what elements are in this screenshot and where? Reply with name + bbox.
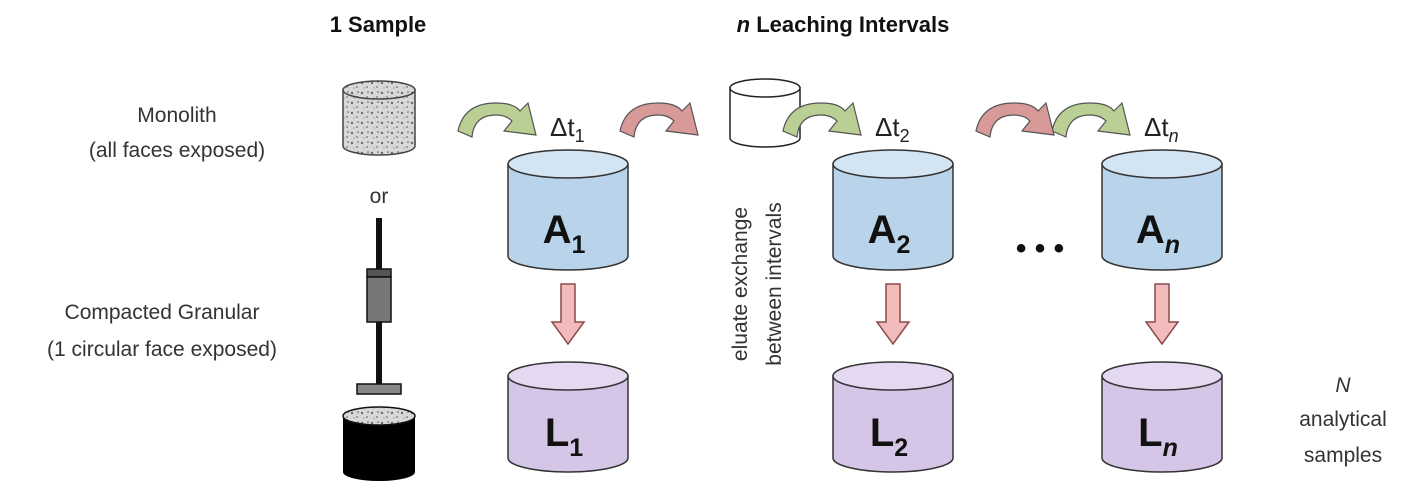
ellipsis: • • • [1016,232,1064,265]
leachate-cylinder [1101,361,1223,473]
leachate-label: L2 [870,411,908,462]
leachant-cylinder [832,149,954,271]
down-arrow-icon [1144,283,1180,346]
down-arrow-icon [875,283,911,346]
granular-sublabel: (1 circular face exposed) [47,338,277,361]
red-curved-arrow-icon [619,101,699,138]
leachant-cylinder [1101,149,1223,271]
monolith-label: Monolith [137,104,216,127]
leachate-label: Ln [1138,411,1178,462]
leachate-label: L1 [545,411,583,462]
eluate-vessel-icon [729,78,801,148]
red-curved-arrow-icon [975,101,1055,138]
svg-text:between intervals: between intervals [763,202,786,365]
or-label: or [370,185,389,208]
green-curved-arrow-icon [782,101,862,138]
down-arrow-icon [550,283,586,346]
leachate-cylinder [832,361,954,473]
eluate-exchange-text: eluate exchange between intervals [729,202,786,365]
analytical-label: analytical [1299,408,1387,431]
sample-header: 1 Sample [330,12,427,37]
analytical-n-label: N [1335,374,1351,397]
granular-label: Compacted Granular [65,301,260,324]
leachant-cylinder [507,149,629,271]
leachant-label: A2 [868,208,911,259]
delta-t-label: Δt1 [550,112,585,146]
leachant-label: A1 [543,208,586,259]
leachate-cylinder [507,361,629,473]
compaction-apparatus-icon [342,218,416,481]
samples-label: samples [1304,444,1382,467]
green-curved-arrow-icon [1051,101,1131,138]
delta-t-label: Δtn [1144,112,1179,146]
intervals-header: n Leaching Intervals [737,12,950,37]
green-curved-arrow-icon [457,101,537,138]
curved-arrows: Δt1 Δt2 Δtn [457,101,1179,146]
monolith-cylinder-icon [342,80,416,156]
svg-text:eluate exchange: eluate exchange [729,207,752,361]
leachant-label: An [1136,208,1180,259]
monolith-sublabel: (all faces exposed) [89,139,265,162]
delta-t-label: Δt2 [875,112,910,146]
